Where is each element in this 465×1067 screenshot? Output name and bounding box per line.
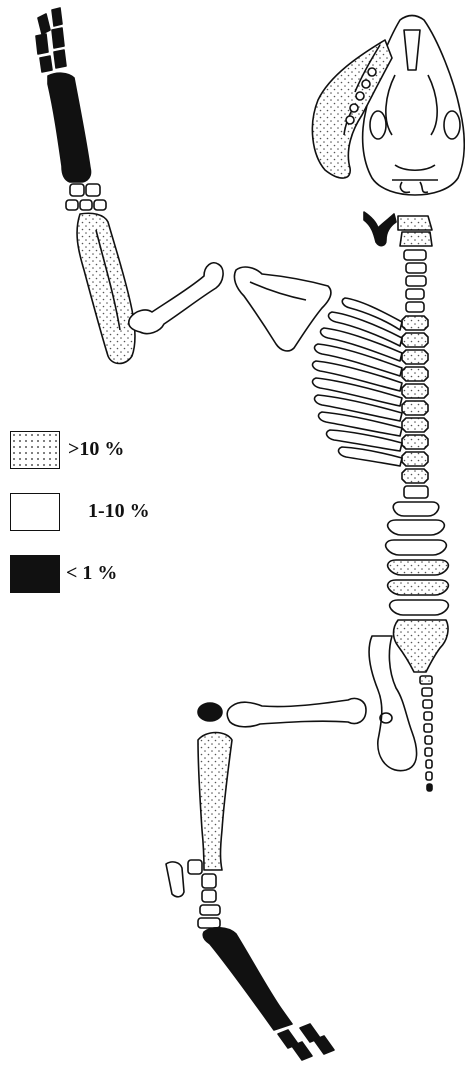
legend-swatch-white	[10, 493, 60, 531]
ribs	[313, 298, 402, 466]
hyoid-bone	[364, 212, 396, 246]
legend-label-low: < 1 %	[66, 562, 117, 585]
skull	[363, 16, 465, 196]
lumbar-vertebrae	[386, 486, 449, 615]
carpals	[66, 184, 106, 210]
radius-ulna	[77, 213, 135, 363]
sacrum	[394, 620, 449, 672]
legend-swatch-black	[10, 555, 60, 593]
legend-label-high: >10 %	[68, 438, 124, 461]
thoracic-vertebrae	[402, 316, 428, 483]
metacarpal	[48, 73, 91, 182]
patella	[198, 703, 222, 721]
cervical-vertebrae	[398, 216, 432, 312]
hind-phalanges	[278, 1024, 334, 1060]
fore-phalanges	[36, 8, 66, 72]
metatarsal	[203, 928, 292, 1030]
legend-label-mid: 1-10 %	[88, 500, 150, 523]
scapula	[234, 267, 330, 351]
caudal-vertebrae	[420, 676, 432, 791]
humerus	[129, 263, 223, 334]
legend-swatch-dotted	[10, 431, 60, 469]
femur	[227, 698, 366, 726]
tibia	[198, 733, 232, 871]
